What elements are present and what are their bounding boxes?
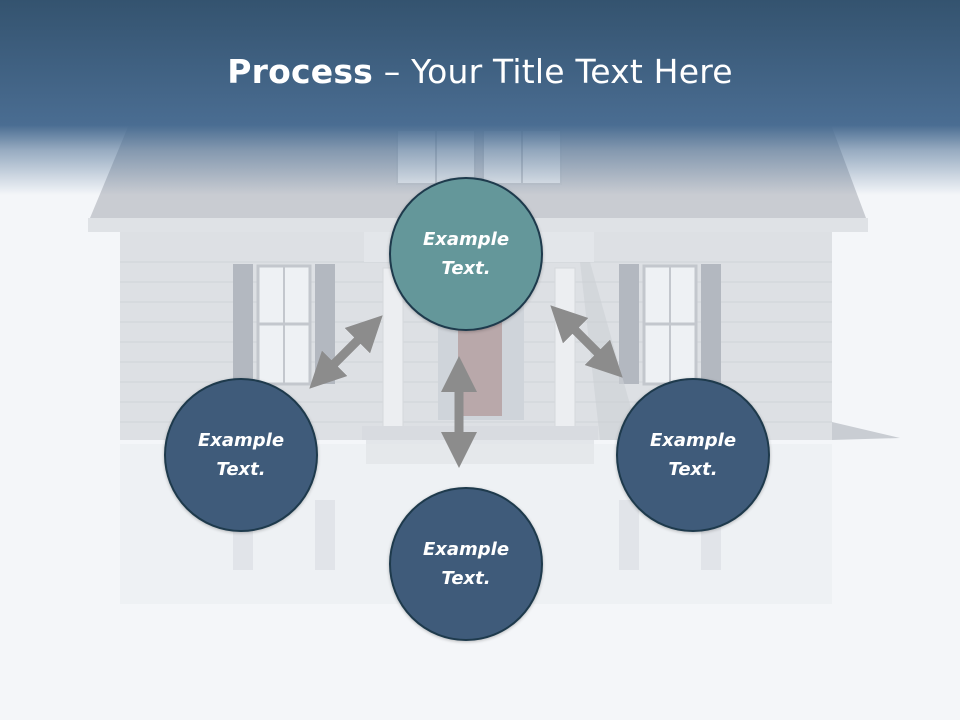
node-bottom-line2: Text. bbox=[441, 568, 491, 589]
title-bold: Process bbox=[227, 52, 374, 91]
node-bottom-line1: Example bbox=[422, 539, 510, 560]
node-left-line2: Text. bbox=[216, 459, 266, 480]
process-node-right: Example Text. bbox=[616, 378, 770, 532]
arrow-top-right bbox=[550, 305, 623, 378]
process-node-top: Example Text. bbox=[389, 177, 543, 331]
header-band bbox=[0, 0, 960, 200]
node-top-line2: Text. bbox=[441, 258, 491, 279]
node-right-line1: Example bbox=[649, 430, 737, 451]
arrow-top-left bbox=[309, 315, 383, 389]
node-left-line1: Example bbox=[197, 430, 285, 451]
process-node-bottom: Example Text. bbox=[389, 487, 543, 641]
process-node-left: Example Text. bbox=[164, 378, 318, 532]
title-rest: – Your Title Text Here bbox=[373, 52, 733, 91]
node-right-line2: Text. bbox=[668, 459, 718, 480]
slide-title: Process – Your Title Text Here bbox=[0, 52, 960, 91]
node-top-line1: Example bbox=[422, 229, 510, 250]
